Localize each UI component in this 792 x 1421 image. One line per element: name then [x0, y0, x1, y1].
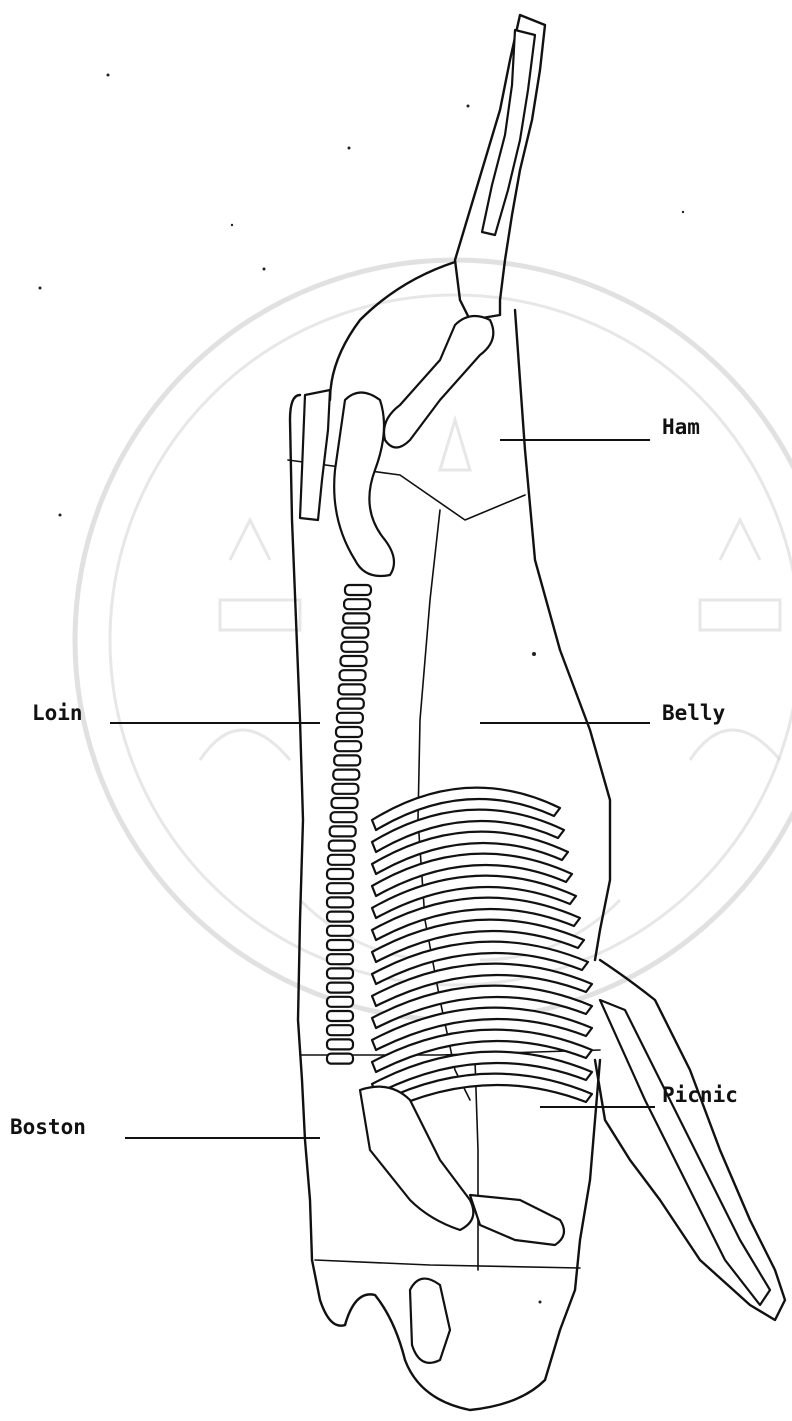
label-boston: Boston [10, 1115, 86, 1139]
rib-cage [372, 788, 592, 1116]
vertebra [327, 897, 353, 907]
vertebra [327, 997, 353, 1007]
vertebra [334, 755, 360, 765]
vertebra [341, 642, 367, 652]
pelvis-bone [334, 393, 394, 577]
vertebra [345, 585, 371, 595]
hind-foot-bones [482, 30, 535, 235]
vertebra [328, 855, 354, 865]
vertebra [340, 670, 366, 680]
vertebra [332, 784, 358, 794]
vertebra [341, 656, 367, 666]
label-ham: Ham [662, 415, 700, 439]
vertebra [330, 826, 356, 836]
vertebra [336, 727, 362, 737]
vertebra [344, 599, 370, 609]
label-ham-group: Ham [500, 415, 700, 440]
vertebra [337, 713, 363, 723]
vertebra [327, 954, 353, 964]
vertebra [342, 628, 368, 638]
vertebra [329, 841, 355, 851]
vertebra [338, 699, 364, 709]
vertebra [327, 983, 353, 993]
femur-bone [384, 316, 493, 448]
vertebra [333, 770, 359, 780]
vertebra [343, 613, 369, 623]
vertebra [327, 1011, 353, 1021]
vertebra [327, 968, 353, 978]
picnic-boston-division [475, 1060, 478, 1270]
vertebra [327, 940, 353, 950]
vertebra [327, 912, 353, 922]
label-picnic: Picnic [662, 1083, 738, 1107]
vertebra [327, 1054, 353, 1064]
label-belly-group: Belly [480, 701, 726, 725]
vertebra [327, 869, 353, 879]
vertebra [335, 741, 361, 751]
vertebra [327, 926, 353, 936]
humerus-bone [470, 1195, 564, 1245]
label-belly: Belly [662, 701, 726, 725]
tail-bones [300, 390, 330, 520]
label-loin-group: Loin [32, 701, 320, 725]
vertebra [339, 684, 365, 694]
vertebra [331, 812, 357, 822]
vertebra [327, 1039, 353, 1049]
vertebra [332, 798, 358, 808]
vertebra [327, 883, 353, 893]
scapula-bone [360, 1087, 473, 1230]
label-loin: Loin [32, 701, 83, 725]
vertebra [327, 1025, 353, 1035]
label-boston-group: Boston [10, 1115, 320, 1139]
spine-vertebrae [327, 585, 371, 1064]
jowl-division [315, 1260, 580, 1268]
neck-bones [410, 1279, 450, 1363]
